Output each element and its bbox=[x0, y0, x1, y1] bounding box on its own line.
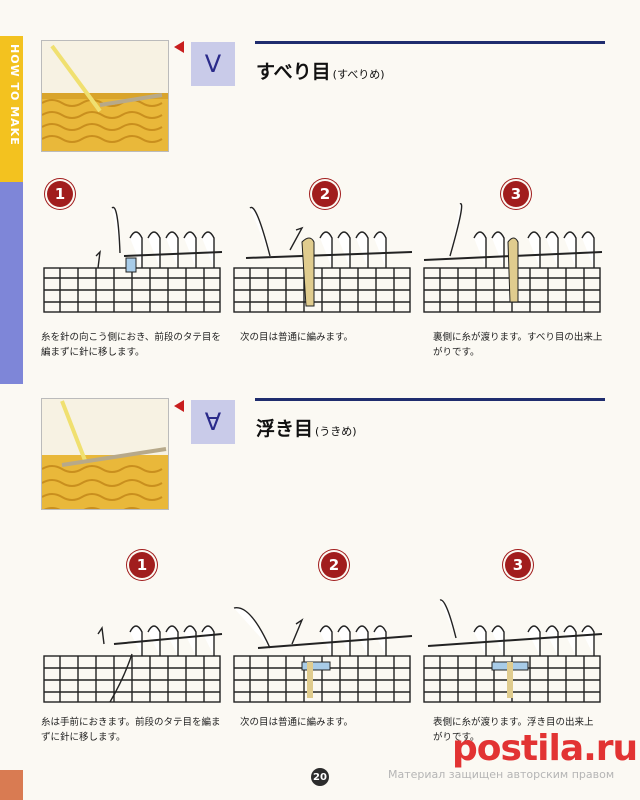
corner-tab bbox=[0, 770, 23, 800]
side-tab-yellow bbox=[0, 36, 23, 182]
step-number: 2 bbox=[321, 552, 347, 578]
step-caption: 次の目は普通に編みます。 bbox=[240, 332, 354, 343]
section-marker-arrow bbox=[174, 400, 184, 412]
step-number: 3 bbox=[505, 552, 531, 578]
step-number: 1 bbox=[47, 181, 73, 207]
float-stitch-diagram-3 bbox=[423, 599, 603, 703]
section-rule bbox=[255, 41, 605, 44]
section-title-reading: (すべりめ) bbox=[332, 68, 385, 81]
brand-logo-text: postila.ru bbox=[452, 728, 638, 769]
section-rule bbox=[255, 398, 605, 401]
slip-stitch-symbol: V bbox=[191, 42, 235, 86]
step-caption: 次の目は普通に編みます。 bbox=[240, 717, 354, 728]
step-number: 2 bbox=[312, 181, 338, 207]
step-caption: 糸を針の向こう側におき、前段のタテ目を編まずに針に移します。 bbox=[41, 332, 221, 358]
step-caption: 裏側に糸が渡ります。すべり目の出来上がりです。 bbox=[433, 332, 603, 358]
slip-stitch-photo bbox=[41, 40, 169, 152]
float-stitch-diagram-2 bbox=[233, 607, 413, 703]
step-number: 3 bbox=[503, 181, 529, 207]
section-title: 浮き目(うきめ) bbox=[256, 414, 357, 441]
page-number: 20 bbox=[311, 768, 329, 786]
step-caption: 表側に糸が渡ります。浮き目の出来上がりです。 bbox=[433, 717, 594, 743]
step-caption: 糸は手前におきます。前段のタテ目を編まずに針に移します。 bbox=[41, 717, 221, 743]
section-marker-arrow bbox=[174, 41, 184, 53]
float-stitch-diagram-1 bbox=[43, 625, 223, 703]
section-title-reading: (うきめ) bbox=[315, 425, 357, 438]
side-tab: HOW TO MAKE bbox=[0, 36, 23, 384]
step-number: 1 bbox=[129, 552, 155, 578]
float-stitch-symbol: ∀ bbox=[191, 400, 235, 444]
slip-stitch-diagram-2 bbox=[233, 206, 413, 313]
watermark-text: Материал защищен авторским правом bbox=[388, 768, 615, 781]
section-title: すべり目(すべりめ) bbox=[256, 57, 385, 84]
section-title-text: すべり目 bbox=[256, 61, 331, 83]
side-tab-blue bbox=[0, 182, 23, 384]
section-title-text: 浮き目 bbox=[256, 418, 314, 440]
side-tab-label: HOW TO MAKE bbox=[8, 44, 21, 146]
slip-stitch-diagram-3 bbox=[423, 203, 603, 313]
float-stitch-photo bbox=[41, 398, 169, 510]
slip-stitch-diagram-1 bbox=[43, 206, 223, 313]
